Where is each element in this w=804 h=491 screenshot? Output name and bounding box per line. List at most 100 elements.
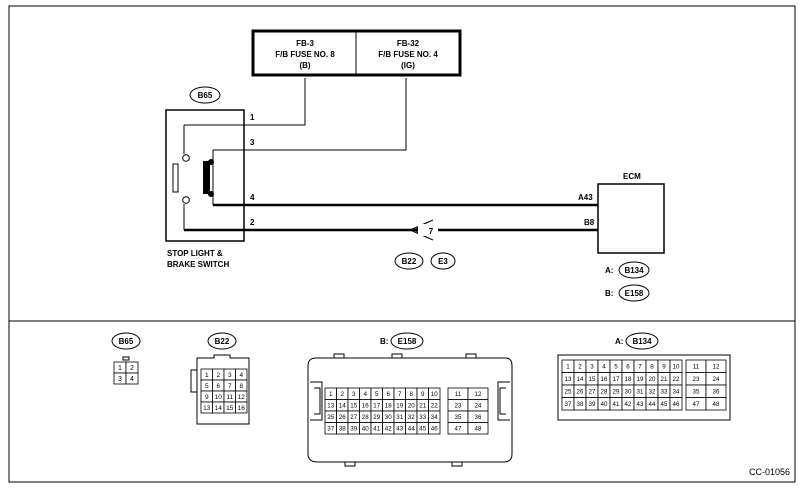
pin-number: 26: [339, 414, 346, 421]
pin-number: 22: [673, 376, 680, 383]
connector-e158-prefix: B:: [380, 337, 388, 346]
pin-number: 10: [431, 391, 438, 398]
pin-number: 47: [455, 425, 462, 432]
outer-frame: [8, 5, 796, 483]
pin-number: 37: [327, 425, 334, 432]
pin-number: 11: [693, 363, 700, 370]
pin-cell: [428, 422, 441, 435]
pin-number: 3: [352, 391, 356, 398]
connector-tag-e158: E158: [618, 284, 650, 302]
pin-number: 8: [650, 363, 654, 370]
pin-number: 35: [455, 414, 462, 421]
pin-number: 40: [601, 401, 608, 408]
pin-number: 30: [625, 388, 632, 395]
pin-number: 3: [118, 376, 122, 383]
pin-number: 25: [565, 388, 572, 395]
pin-number: 18: [385, 402, 392, 409]
pin-number: 44: [408, 425, 415, 432]
ecm-label: ECM: [623, 172, 641, 181]
pin-number: 14: [215, 405, 223, 412]
pin-number: 36: [475, 414, 482, 421]
pin-number: 10: [673, 363, 680, 370]
pin-number: 1: [566, 363, 570, 370]
connector-tag-b65: B65: [189, 86, 221, 104]
pin-number: 27: [350, 414, 357, 421]
pin-number: 38: [577, 401, 584, 408]
connector-b65-label: B65: [119, 337, 134, 346]
ecm-block: ECM: [597, 172, 665, 254]
switch-pin-1: 1: [250, 113, 255, 122]
pin-number: 9: [662, 363, 666, 370]
pin-number: 19: [637, 376, 644, 383]
pin-number: 24: [713, 376, 720, 383]
svg-text:B134: B134: [624, 266, 644, 275]
pin-number: 1: [329, 391, 333, 398]
ecm-pin-b8: B8: [584, 218, 595, 227]
pin-cell: [669, 397, 683, 411]
pin-number: 16: [238, 405, 246, 412]
svg-text:B65: B65: [198, 91, 213, 100]
pin-number: 4: [602, 363, 606, 370]
switch-pin-2: 2: [250, 218, 255, 227]
pin-number: 2: [578, 363, 582, 370]
pin-number: 2: [341, 391, 345, 398]
pin-number: 41: [613, 401, 620, 408]
pin-number: 4: [130, 376, 134, 383]
pin-cell: [235, 401, 248, 414]
pin-number: 48: [713, 401, 720, 408]
pin-number: 5: [205, 383, 209, 390]
pin-number: 1: [205, 372, 209, 379]
pin-number: 26: [577, 388, 584, 395]
stop-light-brake-switch: STOP LIGHT & BRAKE SWITCH: [165, 109, 245, 269]
pin-cell: [125, 372, 139, 385]
pin-number: 22: [431, 402, 438, 409]
pin-number: 3: [590, 363, 594, 370]
fuse-2-id: FB-32: [397, 39, 420, 48]
pin-number: 5: [375, 391, 379, 398]
pin-number: 24: [475, 402, 482, 409]
pin-number: 9: [205, 394, 209, 401]
pin-number: 4: [239, 372, 243, 379]
connector-tag-e3: E3: [430, 252, 456, 270]
connector-tag-b22: B22: [394, 252, 424, 270]
pin-number: 6: [387, 391, 391, 398]
pin-number: 15: [226, 405, 234, 412]
pin-number: 34: [673, 388, 680, 395]
pin-number: 12: [238, 394, 246, 401]
pin-number: 27: [589, 388, 596, 395]
wire-pin3-to-fuse4: [213, 78, 407, 151]
pin-number: 3: [228, 372, 232, 379]
pin-number: 9: [421, 391, 425, 398]
pin-number: 29: [373, 414, 380, 421]
pin-number: 1: [118, 365, 122, 372]
pin-number: 14: [577, 376, 584, 383]
pin-number: 43: [396, 425, 403, 432]
ecm-conn-a-prefix: A:: [605, 266, 613, 275]
pin-number: 31: [637, 388, 644, 395]
fuse-2-name: F/B FUSE NO. 4: [378, 50, 438, 59]
pin-number: 17: [373, 402, 380, 409]
pin-number: 29: [613, 388, 620, 395]
pin-number: 19: [396, 402, 403, 409]
svg-text:E3: E3: [438, 257, 448, 266]
pin-number: 5: [614, 363, 618, 370]
pin-number: 8: [239, 383, 243, 390]
pin-number: 18: [625, 376, 632, 383]
connector-b134-prefix: A:: [615, 337, 623, 346]
connector-e158-label: E158: [398, 337, 417, 346]
pin-cell: [705, 397, 727, 411]
pin-number: 13: [203, 405, 211, 412]
pin-number: 7: [228, 383, 232, 390]
pin-number: 4: [364, 391, 368, 398]
wire-pin1-to-fuse8: [184, 78, 306, 126]
pin-number: 20: [408, 402, 415, 409]
pin-number: 7: [638, 363, 642, 370]
pin-number: 21: [419, 402, 426, 409]
ecm-pin-a43: A43: [578, 193, 593, 202]
pin-number: 6: [216, 383, 220, 390]
pin-number: 13: [327, 402, 334, 409]
switch-name-line1: STOP LIGHT &: [167, 249, 223, 258]
